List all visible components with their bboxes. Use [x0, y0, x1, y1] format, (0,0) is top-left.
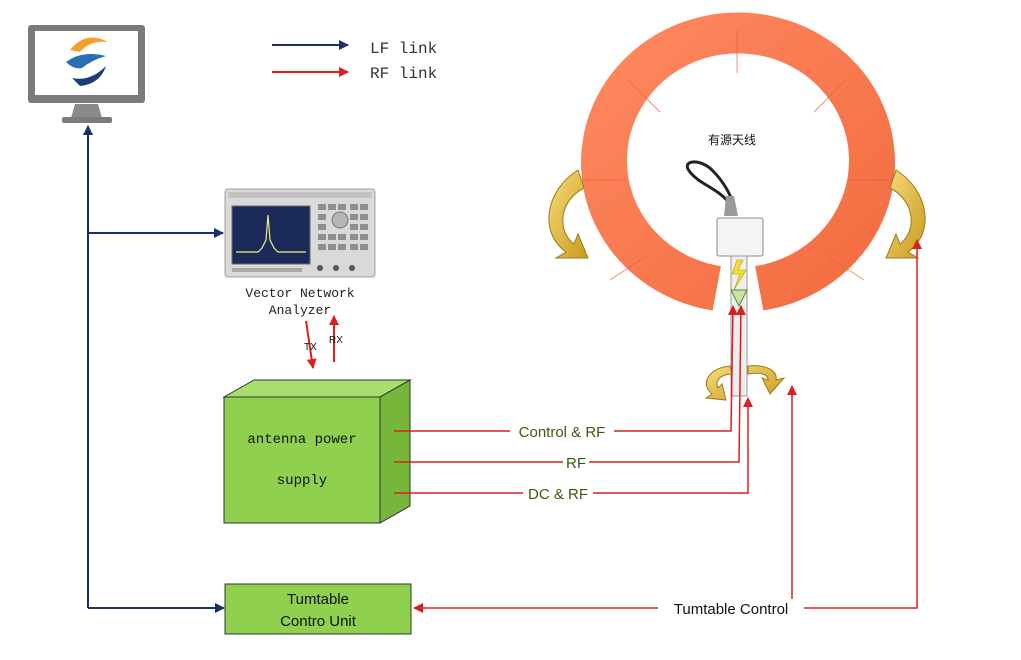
- antenna-device: [686, 160, 764, 397]
- rx-label: RX: [329, 335, 343, 346]
- turntable-unit-label-line1: Tumtable: [287, 591, 349, 608]
- legend-lf-label: LF link: [370, 40, 437, 58]
- active-antenna-label: 有源天线: [708, 133, 756, 147]
- turntable-control-unit-box: [224, 583, 412, 635]
- tx-label: TX: [304, 342, 317, 353]
- chamber-ring: [580, 12, 895, 311]
- rotation-arrow-left-icon: [548, 169, 589, 259]
- link-control-rf: [394, 305, 738, 432]
- lf-links: [83, 125, 225, 613]
- link-label-rf: RF: [566, 455, 586, 472]
- logo-icon: [66, 37, 108, 86]
- link-rf: [394, 305, 746, 463]
- vna-instrument: [224, 188, 376, 278]
- rf-links: [394, 239, 922, 613]
- vna-label-line1: Vector Network: [245, 286, 354, 301]
- turntable-unit-label-line2: Contro Unit: [280, 613, 357, 630]
- monitor-icon: [28, 25, 145, 123]
- link-label-control-rf: Control & RF: [519, 424, 606, 441]
- legend-rf-label: RF link: [370, 65, 437, 83]
- turntable-control-label: Tumtable Control: [674, 601, 789, 618]
- link-dc-rf: [394, 397, 753, 494]
- rotation-arrow-right-icon: [885, 169, 926, 259]
- legend: LF link RF link: [272, 40, 437, 83]
- antenna-power-supply-box: [222, 379, 412, 524]
- power-supply-label-line2: supply: [277, 473, 327, 489]
- tx-arrow: [305, 320, 317, 369]
- link-turntable-ring: [790, 239, 922, 609]
- rotation-arrow-base-icon: [704, 365, 786, 401]
- link-label-dc-rf: DC & RF: [528, 486, 588, 503]
- power-supply-label-line1: antenna power: [247, 432, 356, 448]
- vna-label-line2: Analyzer: [269, 303, 331, 318]
